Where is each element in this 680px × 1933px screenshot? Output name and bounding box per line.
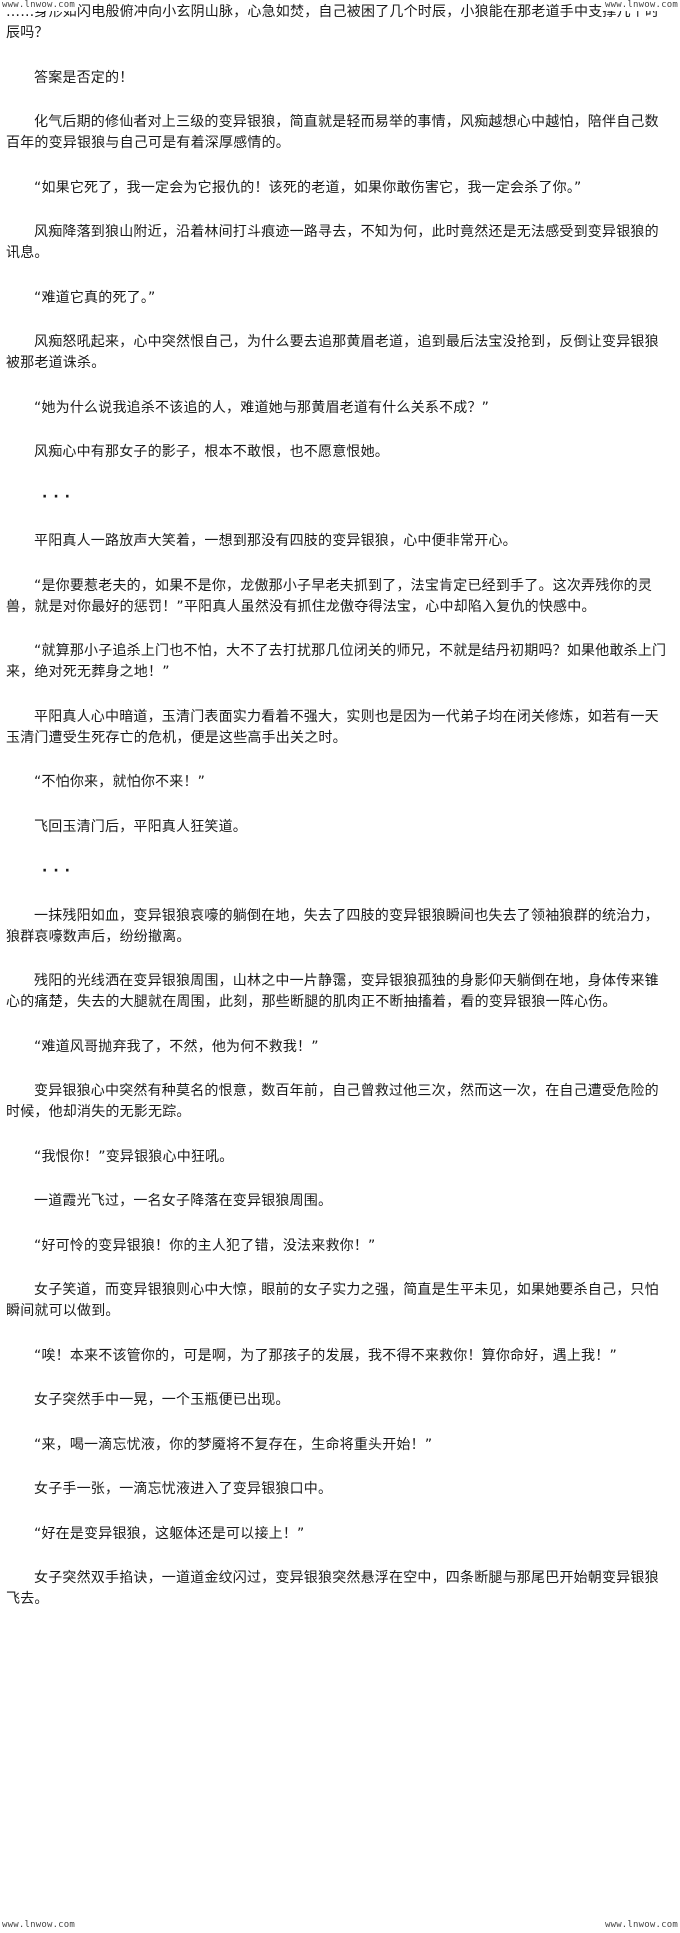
paragraph: 风痴降落到狼山附近，沿着林间打斗痕迹一路寻去，不知为何，此时竟然还是无法感受到变…: [6, 224, 659, 261]
paragraph: “她为什么说我追杀不该追的人，难道她与那黄眉老道有什么关系不成？”: [34, 399, 490, 416]
paragraph: “好可怜的变异银狼！你的主人犯了错，没法来救你！”: [34, 1237, 376, 1254]
paragraph: 化气后期的修仙者对上三级的变异银狼，简直就是轻而易举的事情，风痴越想心中越怕，陪…: [6, 114, 659, 151]
paragraph: 女子突然双手掐诀，一道道金纹闪过，变异银狼突然悬浮在空中，四条断腿与那尾巴开始朝…: [6, 1570, 659, 1607]
watermark-bottom-right: www.lnwow.com: [602, 1920, 680, 1931]
paragraph: “来，喝一滴忘忧液，你的梦魇将不复存在，生命将重头开始！”: [34, 1436, 433, 1453]
section-separator: ···: [42, 863, 76, 879]
paragraph: “难道它真的死了。”: [34, 289, 156, 306]
watermark-bottom-left: www.lnwow.com: [0, 1920, 78, 1931]
section-separator: ···: [42, 488, 76, 505]
watermark-top-right: www.lnwow.com: [602, 0, 680, 11]
paragraph: “就算那小子追杀上门也不怕，大不了去打扰那几位闭关的师兄，不就是结丹初期吗？如果…: [6, 643, 667, 680]
paragraph: “不怕你来，就怕你不来！”: [34, 774, 206, 790]
paragraph: 女子手一张，一滴忘忧液进入了变异银狼口中。: [34, 1481, 333, 1497]
paragraph: “是你要惹老夫的，如果不是你，龙傲那小子早老夫抓到了，法宝肯定已经到手了。这次弄…: [6, 577, 653, 615]
paragraph: “我恨你！”变异银狼心中狂吼。: [34, 1148, 234, 1165]
paragraph: 变异银狼心中突然有种莫名的恨意，数百年前，自己曾救过他三次，然而这一次，在自己遭…: [6, 1083, 659, 1120]
paragraph: ……身形如闪电般俯冲向小玄阴山脉，心急如焚，自己被困了几个时辰，小狼能在那老道手…: [6, 4, 660, 41]
paragraph: 女子笑道，而变异银狼则心中大惊，眼前的女子实力之强，简直是生平未见，如果她要杀自…: [6, 1282, 659, 1319]
paragraph: “好在是变异银狼，这躯体还是可以接上！”: [34, 1525, 305, 1542]
paragraph: 女子突然手中一晃，一个玉瓶便已出现。: [34, 1392, 290, 1408]
paragraph: 平阳真人心中暗道，玉清门表面实力看着不强大，实则也是因为一代弟子均在闭关修炼，如…: [6, 708, 659, 746]
paragraph: 飞回玉清门后，平阳真人狂笑道。: [34, 818, 247, 835]
paragraph: 一抹残阳如血，变异银狼哀嚎的躺倒在地，失去了四肢的变异银狼瞬间也失去了领袖狼群的…: [6, 907, 659, 945]
paragraph: 残阳的光线洒在变异银狼周围，山林之中一片静霭，变异银狼孤独的身影仰天躺倒在地，身…: [6, 973, 659, 1010]
watermark-top-left: www.lnwow.com: [0, 0, 78, 11]
paragraph: 风痴心中有那女子的影子，根本不敢恨，也不愿意恨她。: [34, 444, 389, 460]
paragraph: 答案是否定的！: [34, 69, 134, 86]
paragraph: “唉！本来不该管你的，可是啊，为了那孩子的发展，我不得不来救你！算你命好，遇上我…: [34, 1347, 617, 1364]
paragraph: 风痴怒吼起来，心中突然恨自己，为什么要去追那黄眉老道，追到最后法宝没抢到，反倒让…: [6, 334, 659, 371]
paragraph: 一道霞光飞过，一名女子降落在变异银狼周围。: [34, 1193, 333, 1209]
paragraph: 平阳真人一路放声大笑着，一想到那没有四肢的变异银狼，心中便非常开心。: [34, 533, 517, 549]
document-body: ……身形如闪电般俯冲向小玄阴山脉，心急如焚，自己被困了几个时辰，小狼能在那老道手…: [6, 2, 670, 1634]
paragraph: “难道风哥抛弃我了，不然，他为何不救我！”: [34, 1038, 319, 1055]
paragraph: “如果它死了，我一定会为它报仇的！该死的老道，如果你敢伤害它，我一定会杀了你。”: [34, 179, 582, 196]
